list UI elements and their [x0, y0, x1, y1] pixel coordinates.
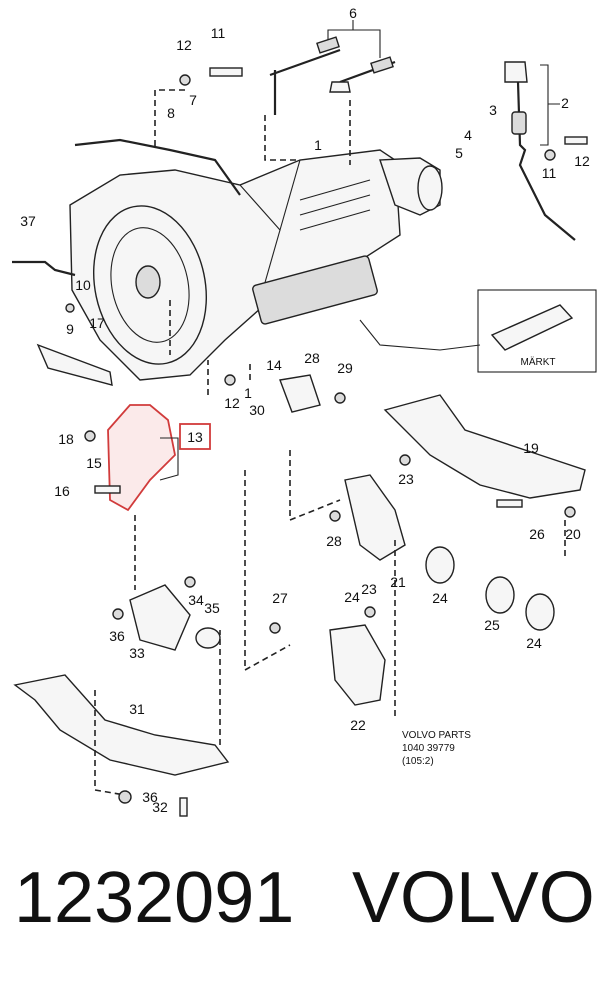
part-number: 1232091 [14, 858, 295, 938]
callout-29: 29 [337, 360, 353, 376]
callout-3: 3 [489, 102, 497, 118]
callout-24: 24 [344, 589, 360, 605]
callout-37: 37 [20, 213, 36, 229]
footer-caption: 1232091 VOLVO [0, 820, 600, 982]
callout-17: 17 [89, 315, 105, 331]
callout-14: 14 [266, 357, 282, 373]
callout-1: 1 [314, 137, 322, 153]
callout-28: 28 [326, 533, 342, 549]
bracket-33 [129, 584, 191, 651]
callout-24: 24 [432, 590, 448, 606]
callout-18: 18 [58, 431, 74, 447]
callout-10: 10 [75, 277, 91, 293]
callout-36: 36 [142, 789, 158, 805]
parts-stamp: VOLVO PARTS 1040 39779 (105:2) [402, 730, 471, 767]
mount-bracket-22 [329, 624, 386, 706]
label-plate-inset: MÄRKT [477, 289, 597, 373]
callout-8: 8 [167, 105, 175, 121]
callout-31: 31 [129, 701, 145, 717]
cooler-pipe [12, 260, 76, 277]
callout-30: 30 [249, 402, 265, 418]
callout-12: 12 [224, 395, 240, 411]
speedo-cable [359, 319, 481, 351]
callout-19: 19 [523, 440, 539, 456]
callout-25: 25 [484, 617, 500, 633]
brand-name: VOLVO [352, 858, 595, 938]
shift-cable-parts [269, 36, 396, 115]
cover-plate [36, 343, 113, 386]
callout-15: 15 [86, 455, 102, 471]
callout-36: 36 [109, 628, 125, 644]
highlighted-bracket-part [107, 404, 176, 512]
callout-12: 12 [176, 37, 192, 53]
callout-2: 2 [561, 95, 569, 111]
callout-5: 5 [455, 145, 463, 161]
crossmember [383, 394, 586, 499]
fasteners [65, 67, 588, 817]
stamp-line2: 1040 39779 [402, 743, 455, 754]
plate-label: MÄRKT [521, 356, 556, 368]
assembly-guide-lines [94, 89, 566, 796]
callout-1: 1 [244, 385, 252, 401]
callout-23: 23 [361, 581, 377, 597]
transmission-assembly [69, 149, 443, 381]
callout-4: 4 [464, 127, 472, 143]
callout-28: 28 [304, 350, 320, 366]
highlight-box [179, 423, 211, 450]
mount-bracket-21 [344, 474, 406, 561]
callout-32: 32 [152, 799, 168, 815]
dipstick-tube [504, 61, 576, 241]
callout-35: 35 [204, 600, 220, 616]
bushing-35 [195, 627, 221, 649]
callout-6: 6 [349, 5, 357, 21]
callout-23: 23 [398, 471, 414, 487]
callout-21: 21 [390, 574, 406, 590]
callout-11: 11 [542, 165, 557, 181]
stamp-line1: VOLVO PARTS [402, 730, 471, 741]
stamp-line3: (105:2) [402, 756, 434, 767]
callout-24: 24 [526, 635, 542, 651]
callout-34: 34 [188, 592, 204, 608]
callout-27: 27 [272, 590, 288, 606]
kickdown-cable [74, 138, 241, 196]
callout-16: 16 [54, 483, 70, 499]
callout-12: 12 [574, 153, 590, 169]
bracket-28 [279, 374, 321, 413]
callout-26: 26 [529, 526, 545, 542]
callout-13: 13 [187, 429, 203, 445]
leader-lines [159, 20, 560, 481]
callout-33: 33 [129, 645, 145, 661]
callout-9: 9 [66, 321, 74, 337]
support-bar [13, 674, 230, 776]
callout-11: 11 [211, 25, 226, 41]
callout-7: 7 [189, 92, 197, 108]
callout-22: 22 [350, 717, 366, 733]
rubber-mounts [425, 546, 555, 631]
callout-20: 20 [565, 526, 581, 542]
